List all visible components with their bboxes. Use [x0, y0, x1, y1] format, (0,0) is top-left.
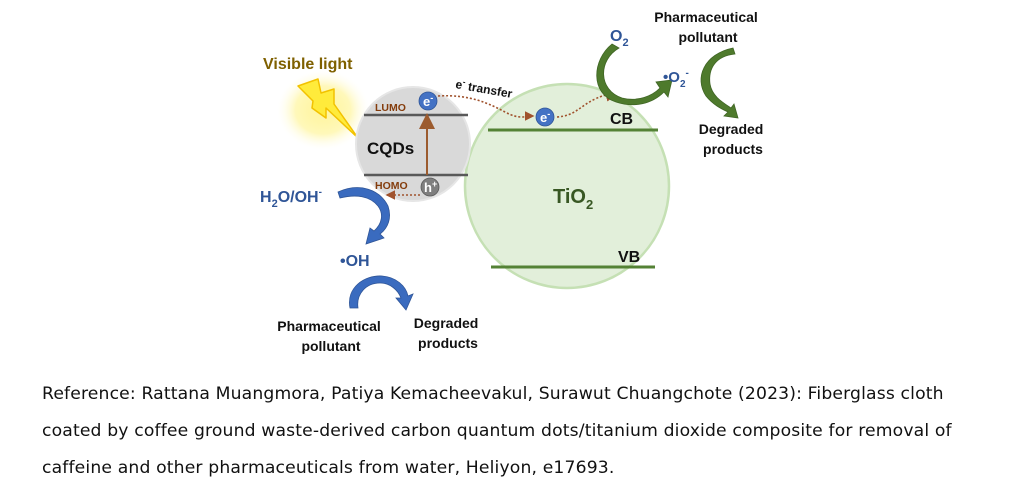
- reference-line-2: coated by coffee ground waste-derived ca…: [42, 421, 952, 441]
- tio2-label: TiO2: [553, 186, 593, 212]
- superoxide-degradation-arrow: [700, 47, 739, 119]
- pollutant-left-label: Pharmaceutical pollutant: [277, 318, 384, 354]
- svg-text:e-: e-: [423, 93, 433, 109]
- hydroxyl-radical-label: •OH: [340, 253, 370, 270]
- degraded-right-label: Degraded products: [699, 121, 767, 157]
- electron-transfer-path: [437, 94, 535, 121]
- lightning-bolt-icon: [277, 70, 369, 150]
- photocatalysis-diagram: Visible light CB VB TiO2 LUMO HOMO CQDs: [260, 9, 767, 354]
- electron-icon: e-: [418, 91, 438, 111]
- superoxide-label: •O2-: [663, 68, 689, 90]
- cqd-label: CQDs: [367, 139, 414, 158]
- oxygen-reduction-arrow: [596, 43, 673, 106]
- visible-light-label: Visible light: [263, 56, 353, 73]
- cqd-particle: LUMO HOMO CQDs e- h+: [355, 86, 471, 202]
- hydroxyl-degradation-arrow: [349, 275, 414, 311]
- water-oxidation-arrow: [337, 187, 390, 245]
- oxygen-label: O2: [610, 28, 629, 49]
- hole-icon: h+: [420, 177, 440, 197]
- degraded-left-label: Degraded products: [414, 315, 482, 351]
- pollutant-right-label: Pharmaceutical pollutant: [654, 9, 761, 45]
- svg-text:e-: e-: [540, 109, 550, 125]
- transferred-electron-icon: e-: [535, 107, 555, 127]
- electron-to-cb-edge-path: [556, 92, 616, 118]
- lumo-label: LUMO: [375, 102, 406, 114]
- reference-line-3: caffeine and other pharmaceuticals from …: [42, 458, 615, 478]
- reference-line-1: Reference: Rattana Muangmora, Patiya Kem…: [42, 384, 944, 404]
- vb-label: VB: [618, 249, 640, 266]
- cb-label: CB: [610, 111, 633, 128]
- water-hydroxide-label: H2O/OH-: [260, 187, 322, 210]
- svg-text:h+: h+: [424, 179, 437, 195]
- tio2-particle: CB VB TiO2: [463, 82, 671, 290]
- homo-label: HOMO: [375, 180, 408, 192]
